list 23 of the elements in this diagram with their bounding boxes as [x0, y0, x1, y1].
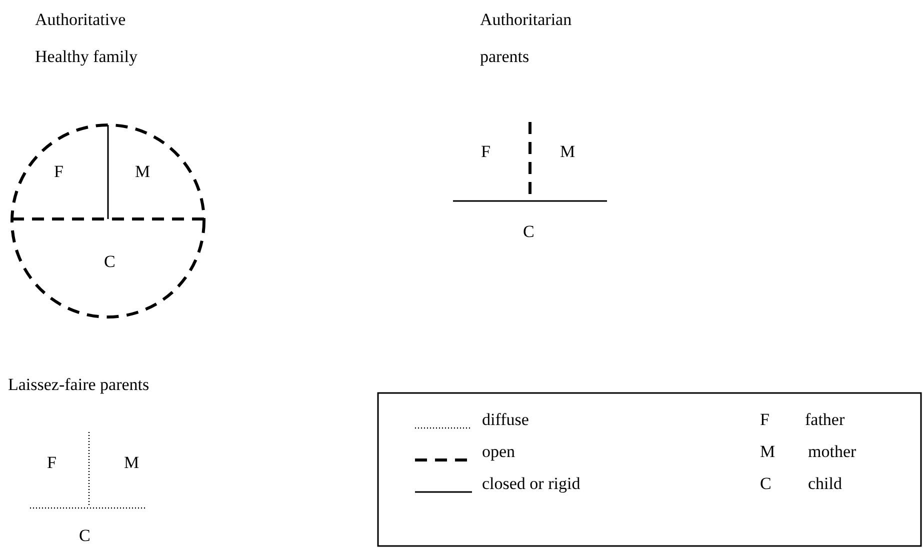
key-letter: F: [760, 410, 770, 430]
member-letter: F: [47, 453, 56, 473]
member-letter: F: [481, 142, 490, 162]
member-letter: C: [523, 222, 534, 242]
key-text: father: [805, 410, 845, 430]
section-heading: Healthy family: [35, 47, 138, 67]
member-letter: M: [135, 162, 150, 182]
key-letter: C: [760, 474, 772, 494]
key-letter: M: [760, 442, 776, 462]
member-letter: M: [124, 453, 140, 473]
section-heading: parents: [480, 47, 530, 67]
member-letter: M: [560, 142, 576, 162]
legend-text: open: [482, 442, 516, 462]
section-heading: Authoritarian: [480, 10, 572, 30]
key-text: child: [808, 474, 842, 494]
key-text: mother: [808, 442, 856, 462]
legend-text: diffuse: [482, 410, 529, 430]
section-heading: Laissez-faire parents: [8, 375, 150, 395]
legend-text: closed or rigid: [482, 474, 580, 494]
member-letter: F: [54, 162, 64, 182]
member-letter: C: [79, 526, 90, 546]
section-heading: Authoritative: [35, 10, 126, 30]
member-letter: C: [104, 252, 116, 272]
